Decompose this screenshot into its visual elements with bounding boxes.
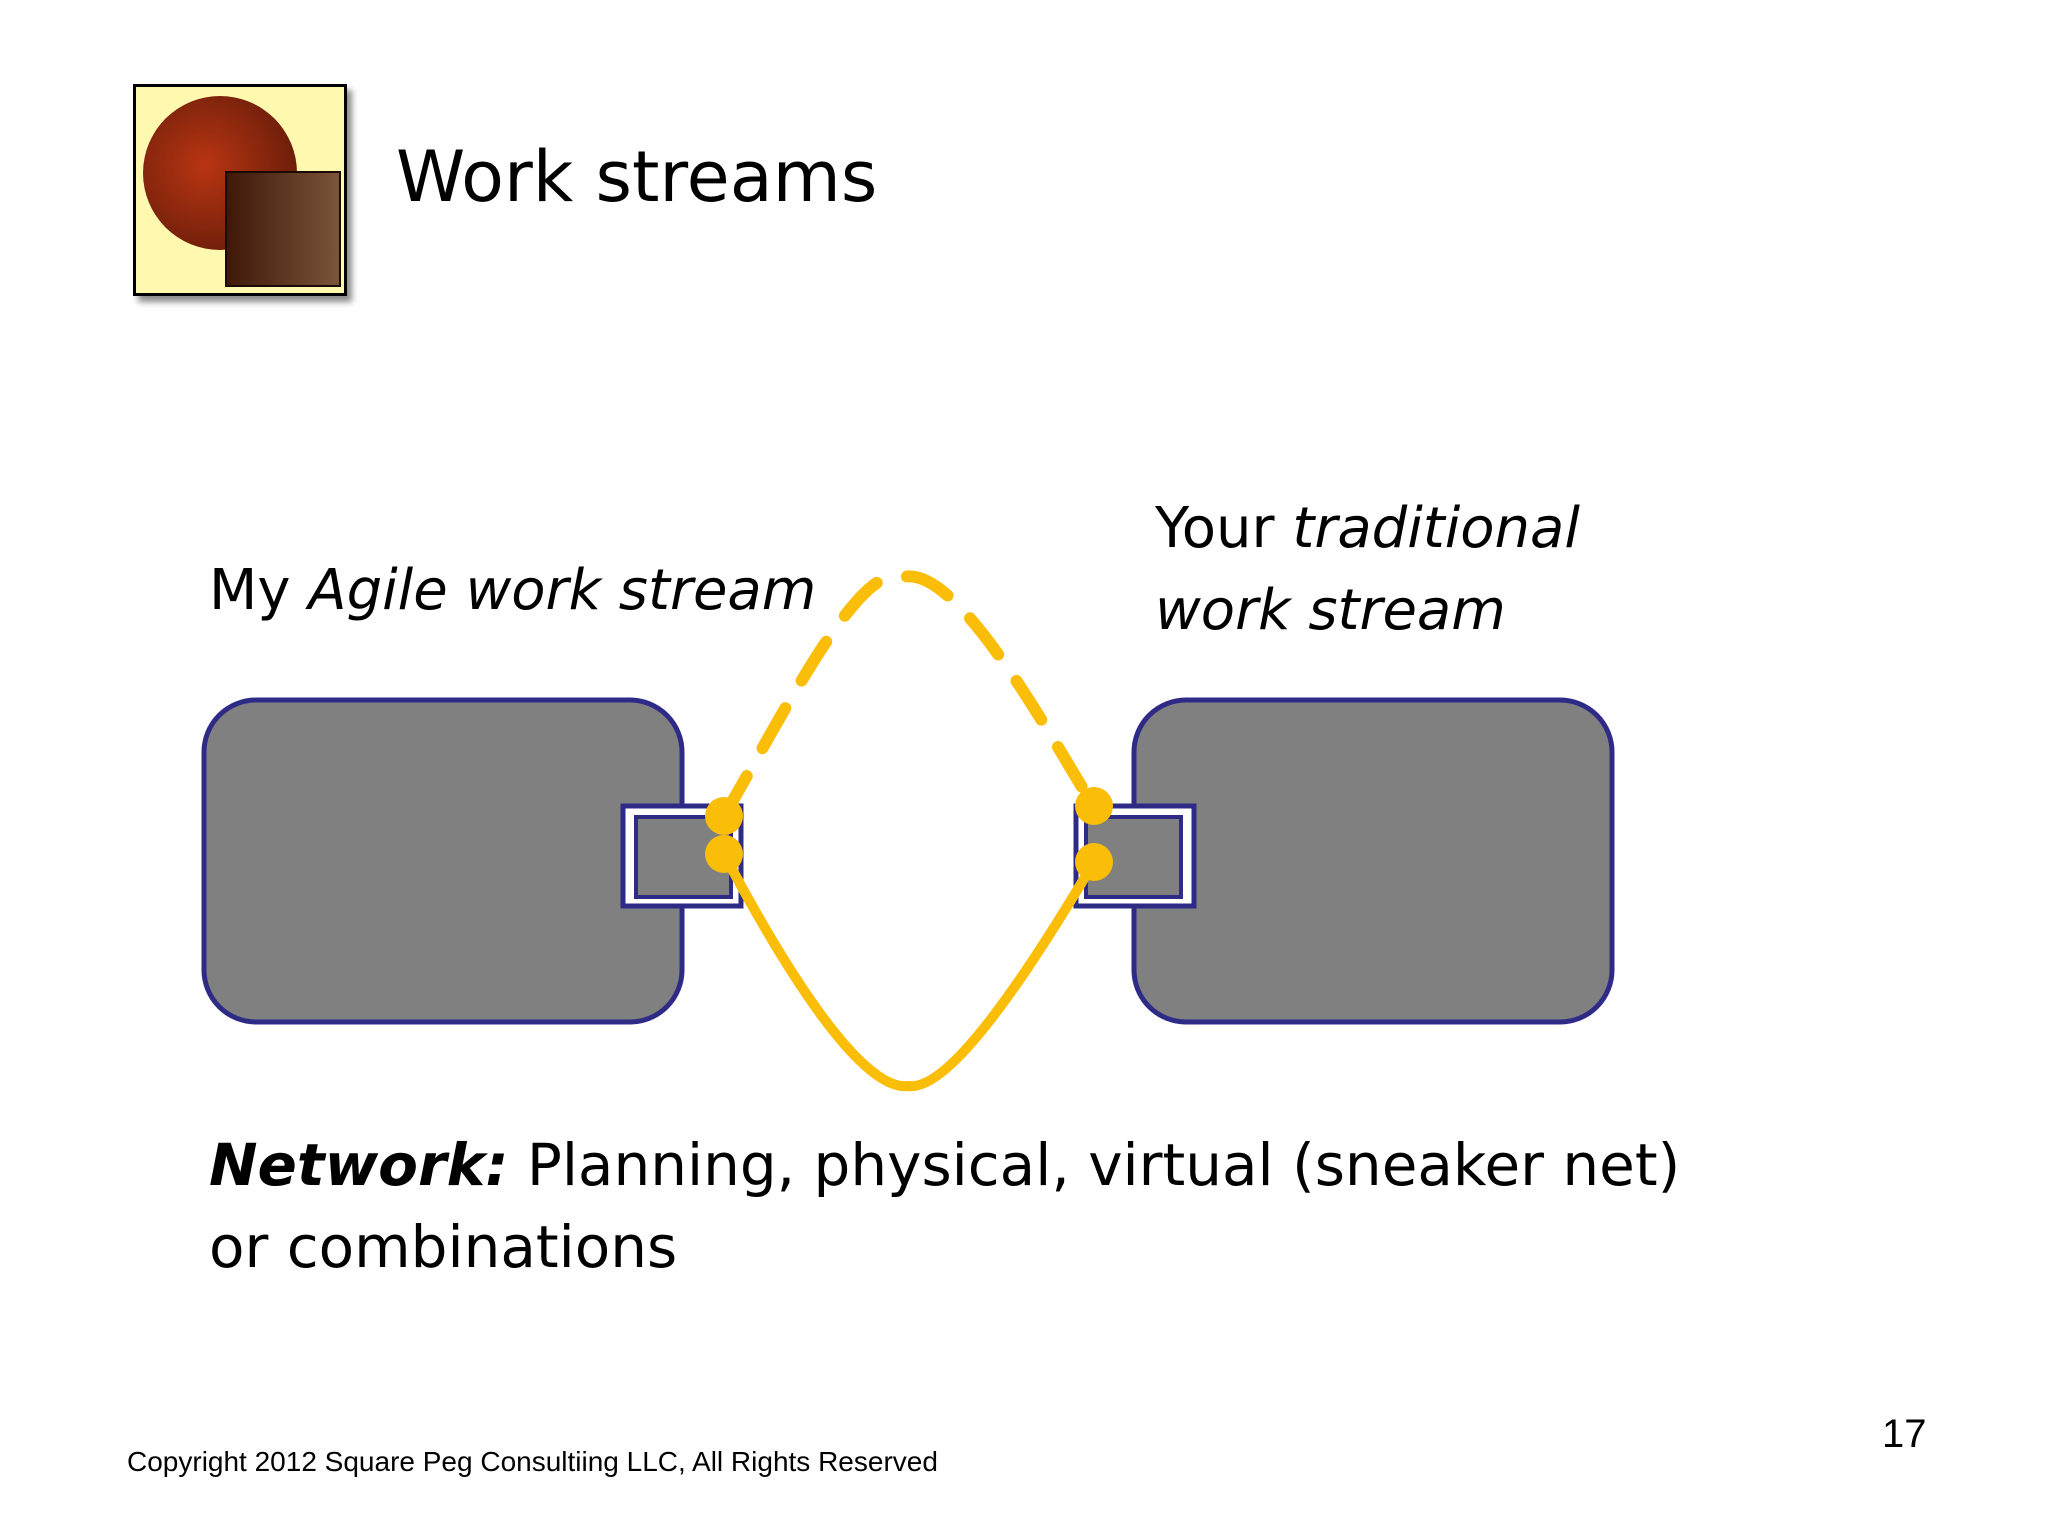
traditional-label-line2: work stream	[1155, 570, 1580, 652]
network-line1-text: Planning, physical, virtual (sneaker net…	[508, 1131, 1681, 1199]
link-endpoint-left-top	[705, 797, 743, 835]
link-endpoint-left-bottom	[705, 835, 743, 873]
dashed-network-link	[718, 570, 1098, 822]
network-line1: Network: Planning, physical, virtual (sn…	[209, 1124, 1680, 1206]
agile-work-stream-box	[201, 697, 685, 1025]
traditional-label-italic: traditional	[1292, 496, 1580, 561]
traditional-work-stream-label: Your traditional work stream	[1155, 488, 1580, 652]
traditional-label-line1: Your traditional	[1155, 488, 1580, 570]
traditional-label-line2-italic: work stream	[1155, 578, 1506, 643]
logo-square	[225, 171, 341, 287]
network-bold-label: Network:	[209, 1131, 509, 1199]
traditional-label-prefix: Your	[1155, 496, 1293, 561]
network-description: Network: Planning, physical, virtual (sn…	[209, 1124, 1680, 1288]
solid-network-link	[719, 849, 1099, 1092]
traditional-work-stream-box	[1131, 697, 1615, 1025]
logo	[133, 84, 347, 296]
copyright-footer: Copyright 2012 Square Peg Consultiing LL…	[127, 1446, 938, 1477]
agile-label-italic: Agile work stream	[308, 558, 817, 623]
page-number: 17	[1882, 1412, 1927, 1456]
agile-work-stream-label: My Agile work stream	[209, 550, 816, 632]
agile-label-prefix: My	[209, 558, 309, 623]
link-endpoint-right-bottom	[1075, 843, 1113, 881]
page-title: Work streams	[396, 136, 878, 218]
link-endpoint-right-top	[1075, 787, 1113, 825]
network-line2: or combinations	[209, 1213, 678, 1281]
